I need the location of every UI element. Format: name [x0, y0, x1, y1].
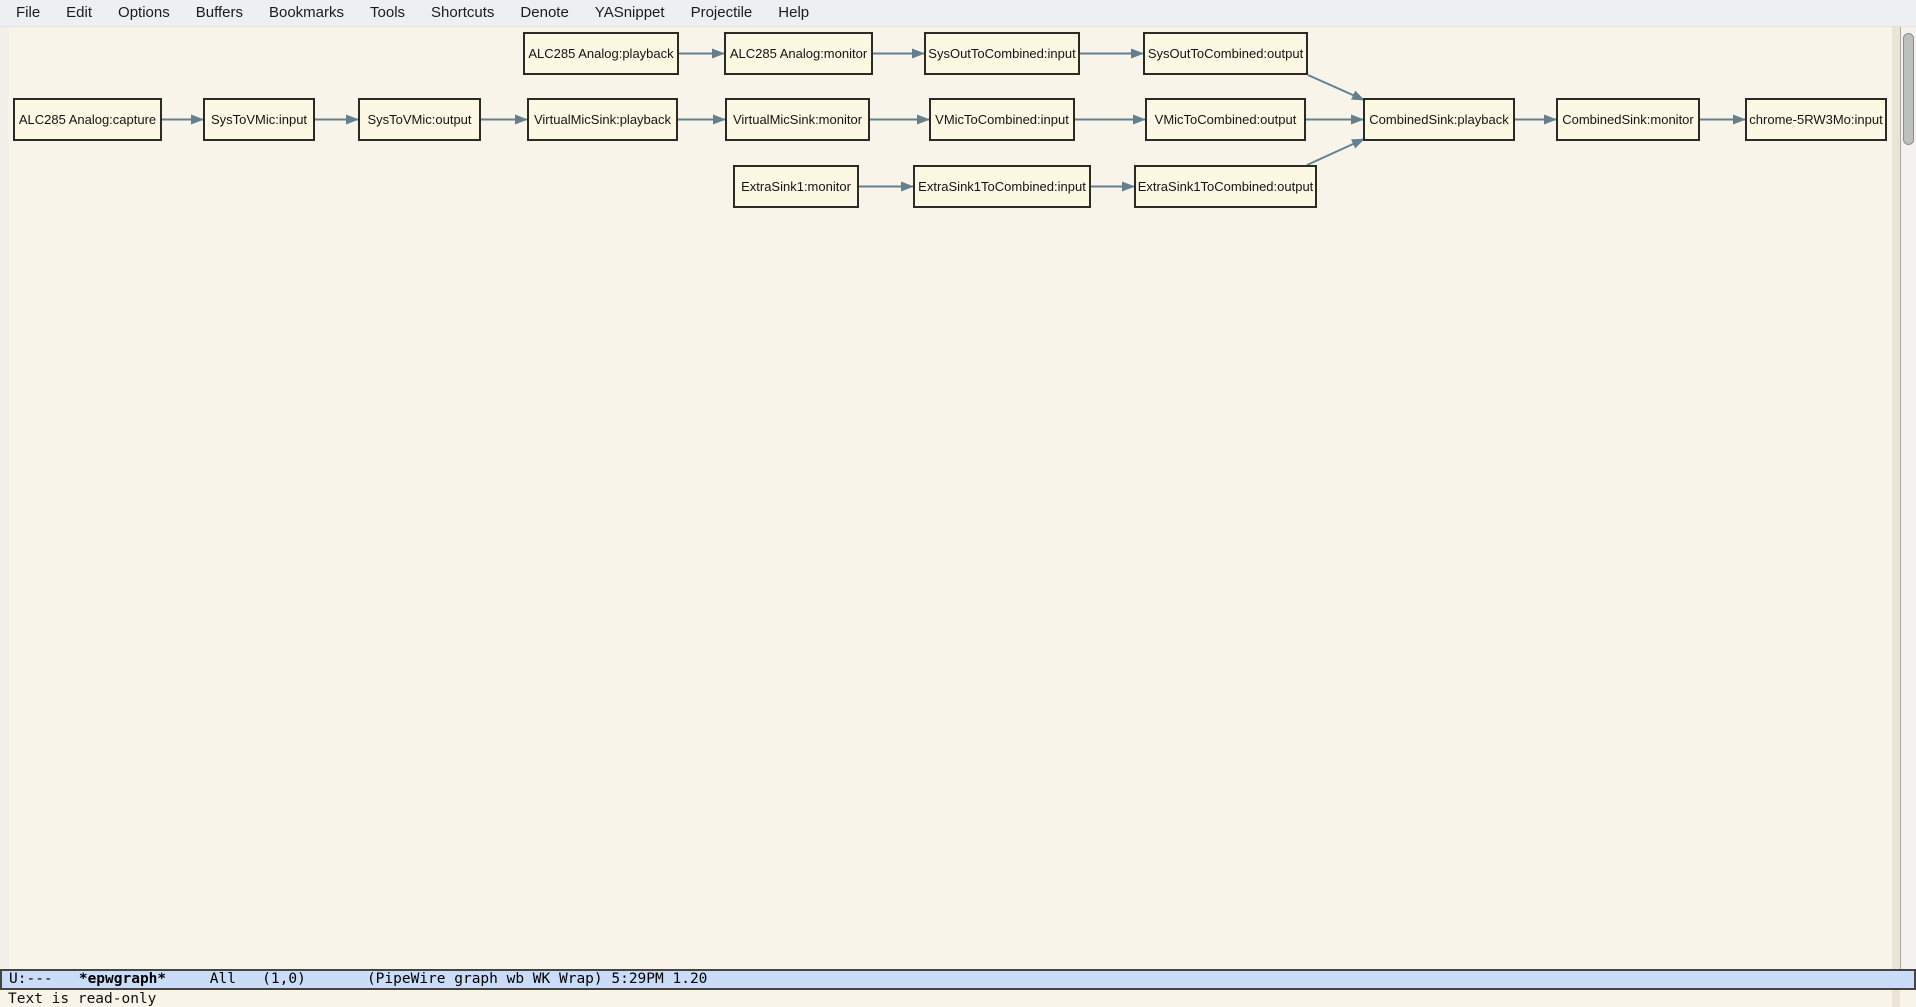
graph-edge-sysout-output-to-combined-playback — [1307, 74, 1365, 101]
graph-node-chrome-input[interactable]: chrome-5RW3Mo:input — [1745, 98, 1887, 141]
graph-node-systovmic-output[interactable]: SysToVMic:output — [358, 98, 481, 141]
left-fringe — [0, 26, 9, 969]
graph-node-sysout-input[interactable]: SysOutToCombined:input — [924, 32, 1080, 75]
graph-node-systovmic-input[interactable]: SysToVMic:input — [203, 98, 315, 141]
menu-denote[interactable]: Denote — [520, 4, 569, 21]
graph-edge-es1tc-output-to-combined-playback — [1306, 138, 1365, 166]
graph-node-es1tc-input[interactable]: ExtraSink1ToCombined:input — [913, 165, 1091, 208]
menu-file[interactable]: File — [16, 4, 41, 21]
graph-node-vms-playback[interactable]: VirtualMicSink:playback — [527, 98, 678, 141]
scrollbar-track[interactable] — [1900, 26, 1916, 969]
menu-bar: File Edit Options Buffers Bookmarks Tools Shor… — [0, 0, 1916, 27]
mode-line-buffer-name: *epwgraph* — [78, 971, 167, 987]
scrollbar-thumb[interactable] — [1903, 33, 1914, 145]
right-fringe — [1892, 26, 1900, 1007]
graph-node-alc285-monitor[interactable]: ALC285 Analog:monitor — [724, 32, 873, 75]
graph-node-sysout-output[interactable]: SysOutToCombined:output — [1143, 32, 1308, 75]
menu-buffers[interactable]: Buffers — [195, 4, 243, 21]
menu-shortcuts[interactable]: Shortcuts — [431, 4, 495, 21]
graph-node-es1tc-output[interactable]: ExtraSink1ToCombined:output — [1134, 165, 1317, 208]
menu-projectile[interactable]: Projectile — [690, 4, 753, 21]
mode-line: U:--- *epwgraph* All (1,0) (PipeWire gra… — [0, 969, 1916, 990]
mode-line-state: U:--- — [9, 971, 79, 987]
graph-node-combined-playback[interactable]: CombinedSink:playback — [1363, 98, 1515, 141]
menu-options[interactable]: Options — [118, 4, 170, 21]
graph-node-vmic-input[interactable]: VMicToCombined:input — [929, 98, 1075, 141]
echo-message: Text is read-only — [8, 991, 157, 1007]
mode-line-info: All (1,0) (PipeWire graph wb WK Wrap) 5:… — [166, 971, 708, 987]
menu-edit[interactable]: Edit — [66, 4, 93, 21]
echo-area: Text is read-only — [0, 990, 1916, 1007]
menu-bookmarks[interactable]: Bookmarks — [268, 4, 345, 21]
graph-node-vmic-output[interactable]: VMicToCombined:output — [1145, 98, 1306, 141]
graph-node-alc285-playback[interactable]: ALC285 Analog:playback — [523, 32, 679, 75]
menu-tools[interactable]: Tools — [370, 4, 406, 21]
graph-node-extrasink1-monitor[interactable]: ExtraSink1:monitor — [733, 165, 859, 208]
menu-yasnippet[interactable]: YASnippet — [594, 4, 665, 21]
graph-node-vms-monitor[interactable]: VirtualMicSink:monitor — [725, 98, 870, 141]
menu-help[interactable]: Help — [778, 4, 810, 21]
graph-node-alc285-capture[interactable]: ALC285 Analog:capture — [13, 98, 162, 141]
graph-node-combined-monitor[interactable]: CombinedSink:monitor — [1556, 98, 1700, 141]
